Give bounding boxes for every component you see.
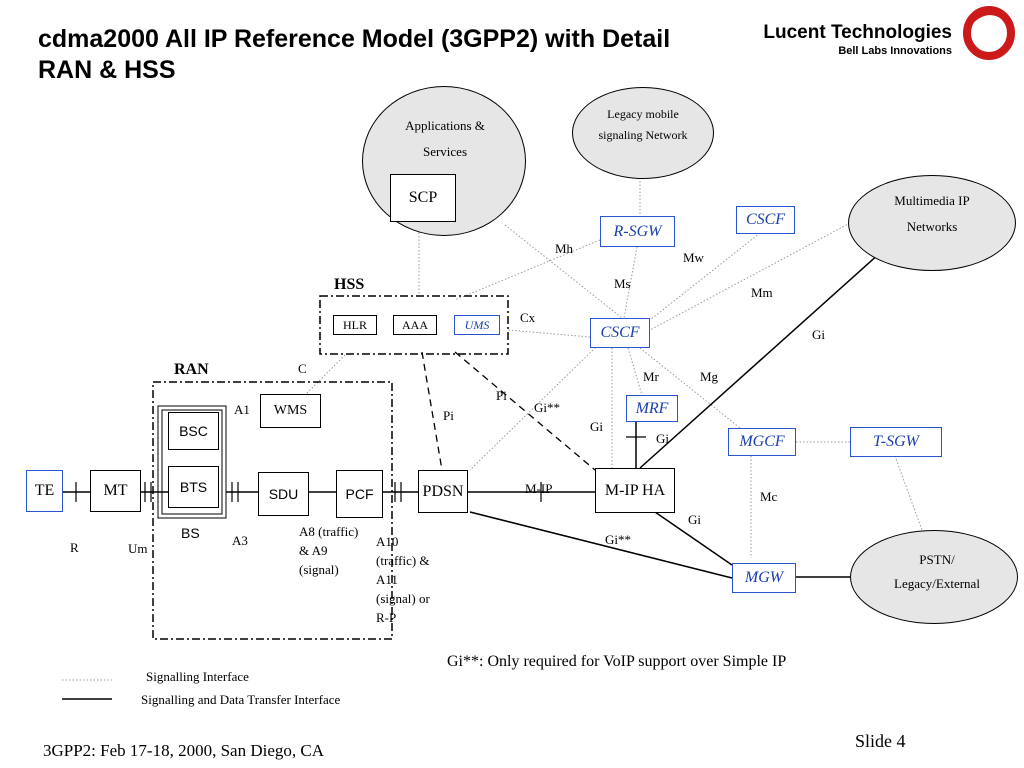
pstn-label: PSTN/ Legacy/External xyxy=(894,552,980,591)
mip-ha-node: M-IP HA xyxy=(595,468,675,513)
legacy-network-cloud xyxy=(572,87,714,179)
pdsn-node: PDSN xyxy=(418,470,468,513)
iface-pi-right: Pi xyxy=(496,388,507,403)
cscf-top-node: CSCF xyxy=(736,206,795,234)
iface-um: Um xyxy=(128,541,148,556)
iface-gi2star-low: Gi** xyxy=(605,532,631,547)
iface-a3: A3 xyxy=(232,533,248,548)
bts-node: BTS xyxy=(168,466,219,508)
slide-title: cdma2000 All IP Reference Model (3GPP2) … xyxy=(38,25,671,84)
iface-r: R xyxy=(70,540,79,555)
mgw-node: MGW xyxy=(732,563,796,593)
pcf-node: PCF xyxy=(336,470,383,518)
iface-pi-left: Pi xyxy=(443,408,454,423)
hss-label: HSS xyxy=(334,276,365,293)
wms-node: WMS xyxy=(260,394,321,428)
iface-a1: A1 xyxy=(234,402,250,417)
iface-m-ip: M-IP xyxy=(525,481,553,496)
ums-node: UMS xyxy=(454,315,500,335)
brand-name: Lucent Technologies xyxy=(763,22,952,43)
scp-node: SCP xyxy=(390,174,456,222)
cscf-node: CSCF xyxy=(590,318,650,348)
iface-a8-a9: A8 (traffic) & A9 (signal) xyxy=(299,524,359,577)
legend-signalling-data: Signalling and Data Transfer Interface xyxy=(141,692,341,707)
iface-ms: Ms xyxy=(614,276,631,291)
ran-label: RAN xyxy=(174,361,209,378)
iface-gi-mrf: Gi xyxy=(656,431,669,446)
mgcf-node: MGCF xyxy=(728,428,796,456)
iface-a10-a11: A10 (traffic) & A11 (signal) or R-P xyxy=(376,534,430,625)
iface-gi-low: Gi xyxy=(688,512,701,527)
iface-gi2star-top: Gi** xyxy=(534,400,560,415)
multimedia-ip-label: Multimedia IP Networks xyxy=(894,193,970,234)
mrf-node: MRF xyxy=(626,395,678,422)
legacy-network-label: Legacy mobile signaling Network xyxy=(598,107,688,142)
footer-event: 3GPP2: Feb 17-18, 2000, San Diego, CA xyxy=(43,741,324,760)
t-sgw-node: T-SGW xyxy=(850,427,942,457)
pstn-cloud xyxy=(850,530,1018,624)
iface-mw: Mw xyxy=(683,250,704,265)
te-node: TE xyxy=(26,470,63,512)
legend-signalling: Signalling Interface xyxy=(146,669,249,684)
bsc-node: BSC xyxy=(168,412,219,450)
hlr-node: HLR xyxy=(333,315,377,335)
lucent-logo-icon xyxy=(963,6,1015,60)
sdu-node: SDU xyxy=(258,472,309,516)
slide-number: Slide 4 xyxy=(855,731,906,751)
bs-label: BS xyxy=(181,525,200,541)
applications-services-label: Applications & Services xyxy=(405,118,485,159)
iface-cx: Cx xyxy=(520,310,536,325)
brand-tagline: Bell Labs Innovations xyxy=(838,45,952,57)
iface-mh: Mh xyxy=(555,241,574,256)
iface-mm: Mm xyxy=(751,285,773,300)
iface-mg: Mg xyxy=(700,369,719,384)
iface-gi-multimedia: Gi xyxy=(812,327,825,342)
mt-node: MT xyxy=(90,470,141,512)
r-sgw-node: R-SGW xyxy=(600,216,675,247)
iface-c: C xyxy=(298,361,307,376)
iface-mc: Mc xyxy=(760,489,778,504)
multimedia-ip-cloud xyxy=(848,175,1016,271)
aaa-node: AAA xyxy=(393,315,437,335)
iface-mr: Mr xyxy=(643,369,659,384)
voip-note: Gi**: Only required for VoIP support ove… xyxy=(447,653,787,670)
iface-gi-mid: Gi xyxy=(590,419,603,434)
